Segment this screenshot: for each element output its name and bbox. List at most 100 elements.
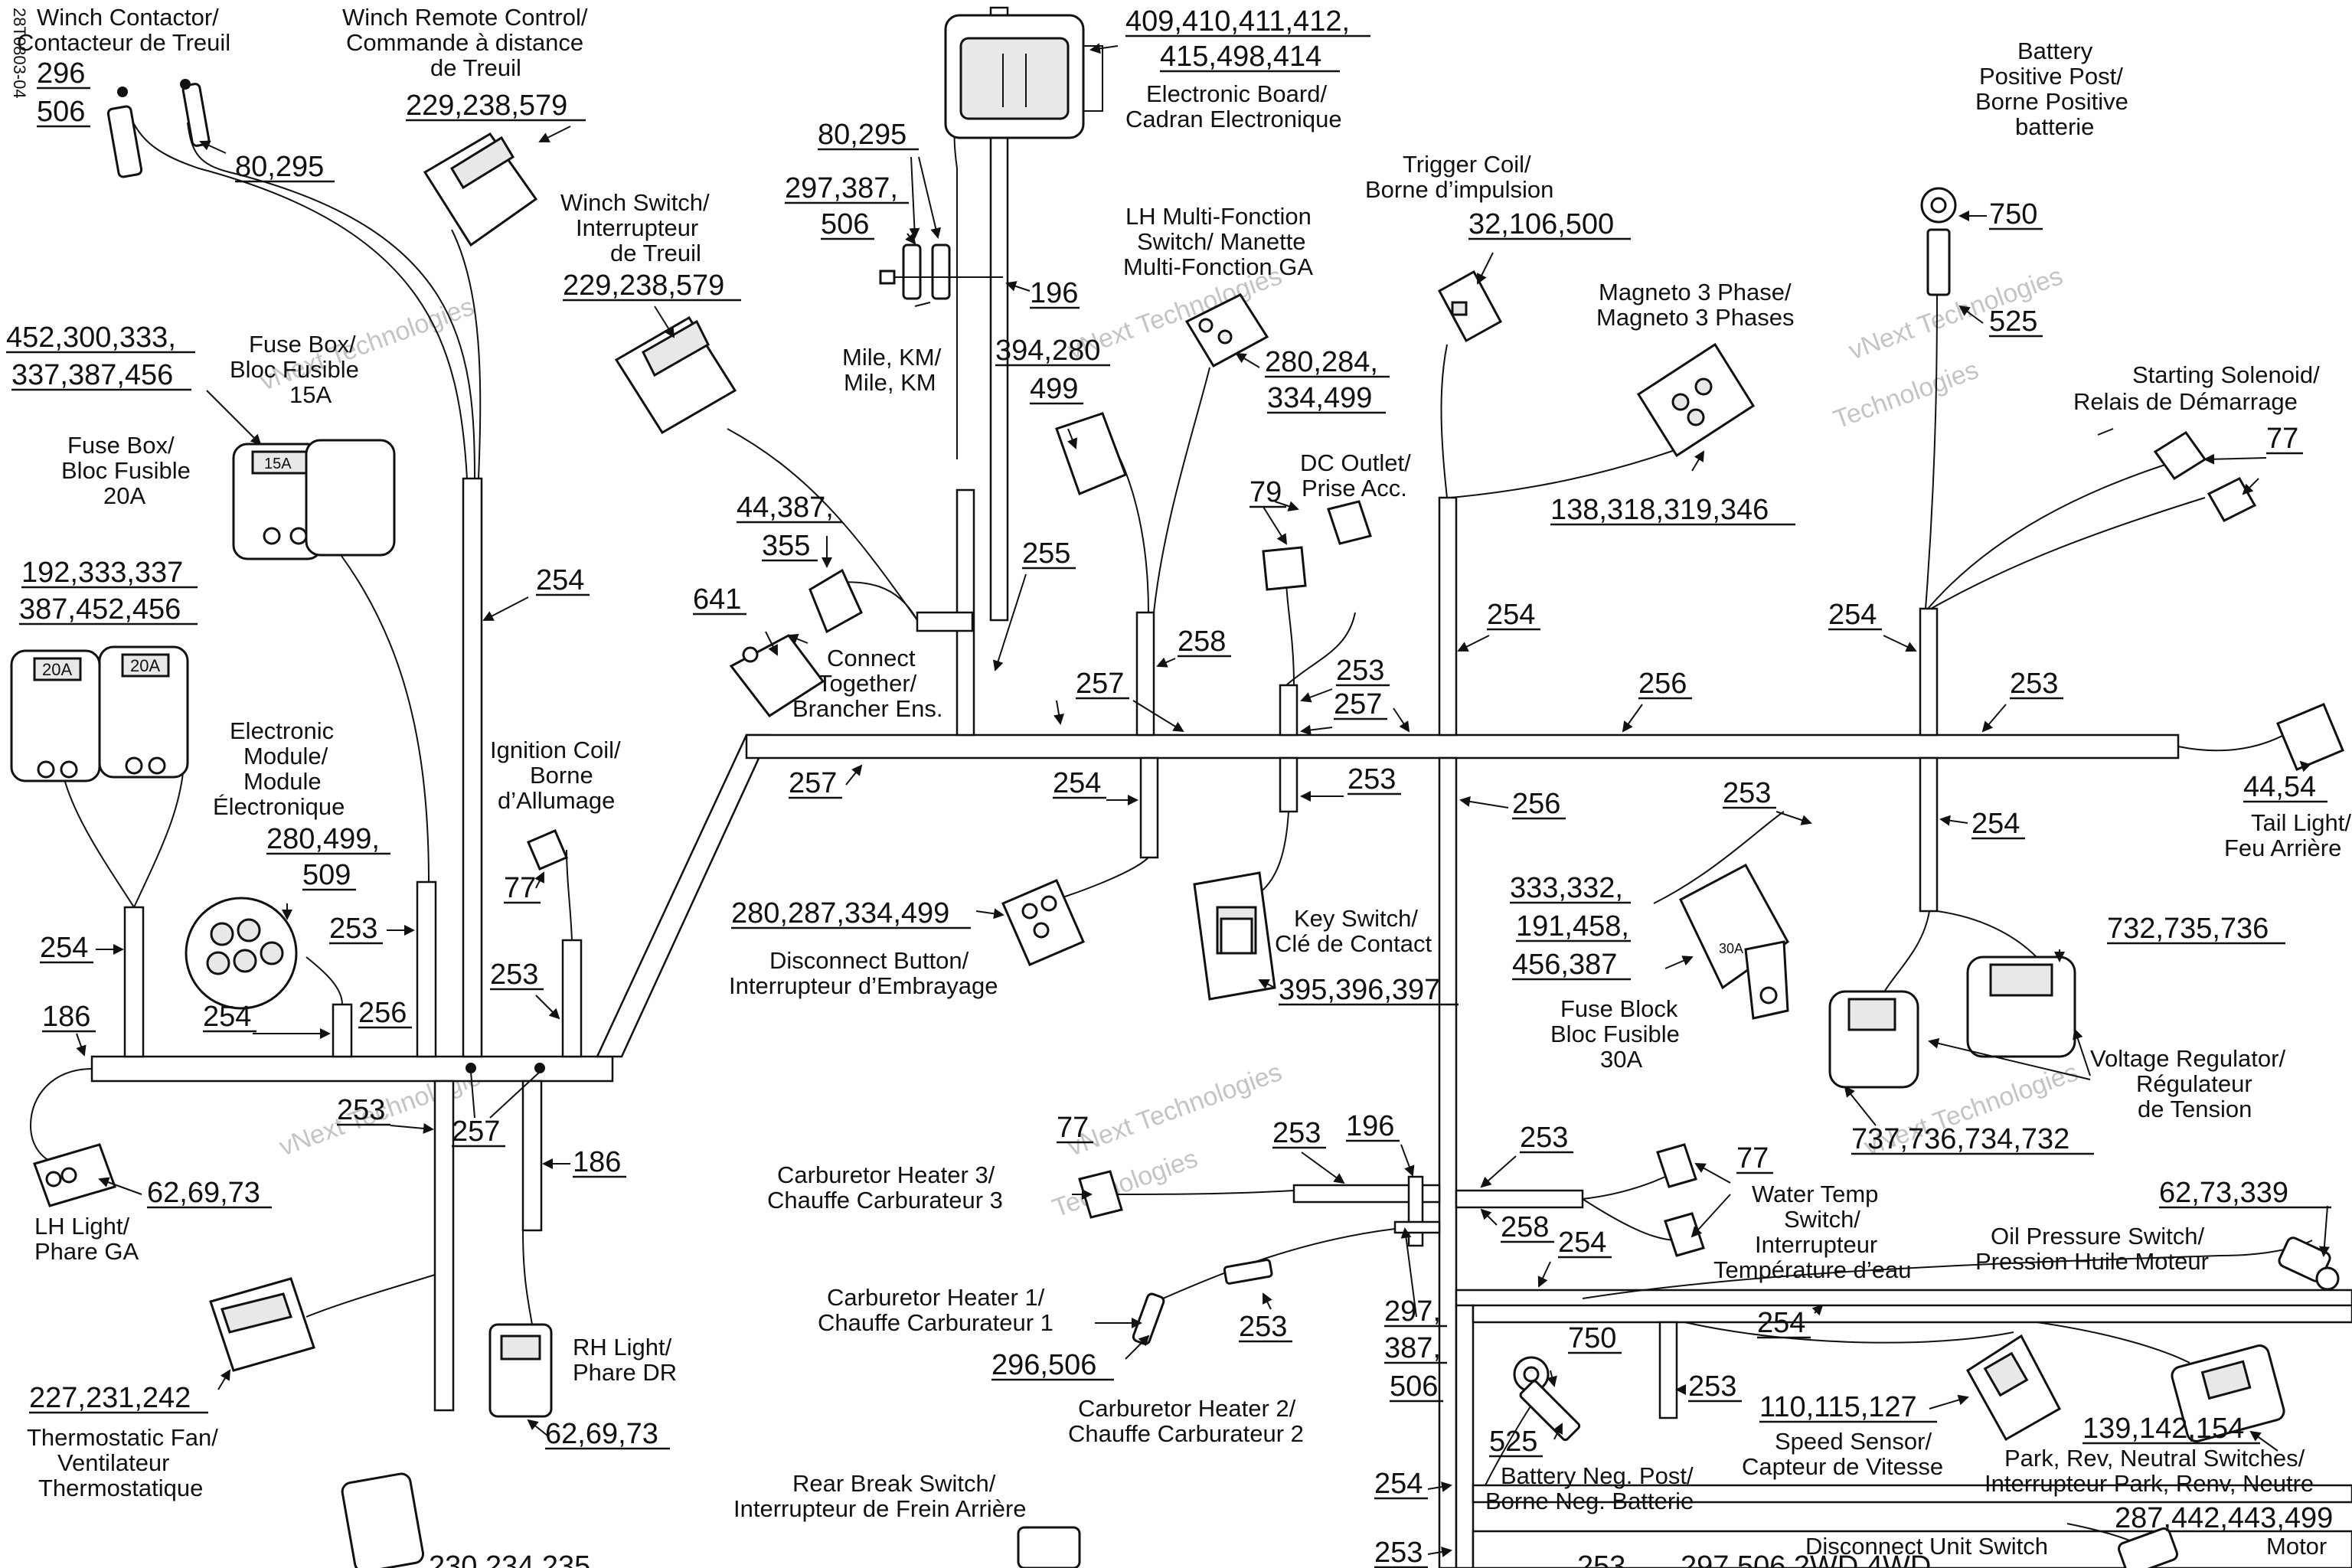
rh-light-ref: 62,69,73 [545,1418,658,1450]
wire-label: 256 [358,997,407,1029]
water-temp-label-1: Water Temp [1752,1181,1878,1207]
wire-label: 254 [1487,599,1535,631]
svg-text:vNext Technologies: vNext Technologies [1064,1057,1285,1161]
water-temp-connectors [1656,1143,1705,1257]
svg-text:30A: 30A [1719,941,1743,956]
winch-remote-label-3: de Treuil [430,54,521,81]
magneto-label-2: Magneto 3 Phases [1596,304,1795,331]
starting-solenoid-ref: 77 [2266,423,2298,455]
key-switch-label-2: Clé de Contact [1275,930,1432,957]
electronic-module-label-2: Module/ [243,743,328,769]
carb-2-label-2: Chauffe Carburateur 2 [1068,1420,1304,1447]
harness-trunks [90,6,2352,1568]
water-temp-label-2: Switch/ [1784,1206,1860,1233]
winch-switch-connector [614,315,737,435]
winch-contactor-label-1: Winch Contactor/ [37,4,219,31]
svg-text:20A: 20A [42,660,72,679]
wire-number-labels: 254 186 254 253 256 254 253 257 186 253 … [40,537,2063,1568]
mile-km-ref-1: 80,295 [818,119,906,151]
wire-label: 253 [1239,1311,1287,1343]
carb-3-ref: 77 [1057,1112,1089,1144]
carb-3-label-2: Chauffe Carburateur 3 [767,1187,1003,1214]
wire-label: 257 [789,767,837,799]
voltage-regulator-label-3: de Tension [2138,1096,2252,1122]
voltage-regulator-connectors [1828,956,2076,1089]
mile-km-connectors [879,243,1003,300]
thermostatic-fan-label-3: Thermostatique [38,1475,203,1501]
bottom-right-ref: 297,506 2WD 4WD [1681,1550,1931,1568]
lh-multi-ref-3: 280,284, [1265,346,1378,378]
fuse-block-30a: 30A [1679,863,1789,1020]
mile-km-ref-4: 196 [1030,277,1078,309]
electronic-board-label-2: Cadran Electronique [1125,106,1342,132]
electronic-board-connector [944,14,1103,139]
starting-solenoid-connectors [2153,430,2257,522]
winch-contactor-label-2: Contacteur de Treuil [17,29,230,56]
mile-km-ref-2: 297,387, [785,172,898,204]
thermostatic-fan-label-2: Ventilateur [57,1449,170,1476]
trigger-coil-connector [1437,270,1503,343]
lh-multi-ref-1: 394,280 [995,335,1100,367]
wire-label: 256 [1512,788,1560,820]
dc-outlet-connectors [1262,500,1372,591]
svg-text:20A: 20A [130,656,160,675]
winch-remote-label-2: Commande à distance [346,29,583,56]
wire-label: 254 [536,564,584,596]
wire-label: 254 [1053,767,1101,799]
svg-text:Technologies: Technologies [1830,355,1983,435]
disconnect-unit-ref: 287,442,443,499 [2115,1502,2333,1534]
starting-solenoid-label-2: Relais de Démarrage [2073,388,2298,415]
mile-km-ref-3: 506 [821,208,869,240]
tail-light-label-2: Feu Arrière [2224,835,2341,861]
ignition-coil-label-3: d’Allumage [498,787,615,814]
battery-neg-ref-2: 525 [1489,1426,1537,1458]
wire-label: 254 [1757,1307,1805,1339]
carb-1-label-1: Carburetor Heater 1/ [827,1284,1045,1311]
battery-neg-ref-1: 750 [1568,1322,1616,1354]
trigger-coil-label-1: Trigger Coil/ [1403,151,1531,178]
battery-negative-terminal [1513,1356,1581,1442]
speed-sensor-ref: 110,115,127 [1759,1391,1917,1423]
magneto-connector [1636,342,1756,458]
carb-3-label-1: Carburetor Heater 3/ [777,1161,995,1188]
wire-label: 253 [1336,655,1384,687]
battery-pos-ref-2: 525 [1989,305,2037,338]
electronic-module-ref-1: 280,499, [266,823,380,855]
winch-remote-label-1: Winch Remote Control/ [342,4,588,31]
trigger-coil-label-2: Borne d’impulsion [1365,176,1553,203]
tail-light-label-1: Tail Light/ [2251,809,2351,836]
lh-light-label-1: LH Light/ [34,1213,129,1240]
rh-light-label-1: RH Light/ [573,1334,672,1361]
mile-km-label-1: Mile, KM/ [842,344,942,371]
connect-label-3: Brancher Ens. [792,695,942,722]
dc-outlet-label-1: DC Outlet/ [1300,449,1411,476]
park-switches-label-2: Interrupteur Park, Renv, Neutre [1984,1470,2314,1497]
key-switch-shape [1193,871,1276,1001]
wire-label: 254 [40,932,88,964]
carb-heater-1-shape [1132,1292,1165,1345]
lh-multi-label-2: Switch/ Manette [1137,228,1306,255]
leader-arrows [98,43,2330,1452]
wire-label: 255 [1022,537,1070,570]
fuse-30-label-1: Fuse Block [1560,995,1678,1022]
key-switch-ref: 395,396,397 [1279,974,1440,1006]
electronic-module-label-1: Electronic [230,717,334,744]
ignition-coil-ref: 77 [504,872,536,904]
wire-label: 253 [1723,777,1771,809]
winch-remote-ref: 229,238,579 [406,90,567,122]
ignition-coil-label-2: Borne [530,762,593,789]
ignition-coil-label-1: Ignition Coil/ [490,737,621,763]
rear-brake-label-1: Rear Break Switch/ [792,1470,996,1497]
lh-multi-function-connectors [1055,293,1269,495]
rh-light-connector [488,1323,553,1418]
fuse-30-ref-1: 333,332, [1510,872,1623,904]
electronic-module-label-4: Électronique [213,793,345,820]
rear-brake-connector [1017,1526,1081,1568]
connect-together-connectors [729,568,863,718]
electronic-module-connector [185,897,298,1010]
carb-2-label-1: Carburetor Heater 2/ [1078,1395,1296,1422]
tail-light-connector [2276,703,2344,771]
dc-outlet-ref: 79 [1250,476,1282,508]
wire-label: 253 [337,1094,385,1126]
drawing-id: 28T0803-04 [10,8,29,99]
